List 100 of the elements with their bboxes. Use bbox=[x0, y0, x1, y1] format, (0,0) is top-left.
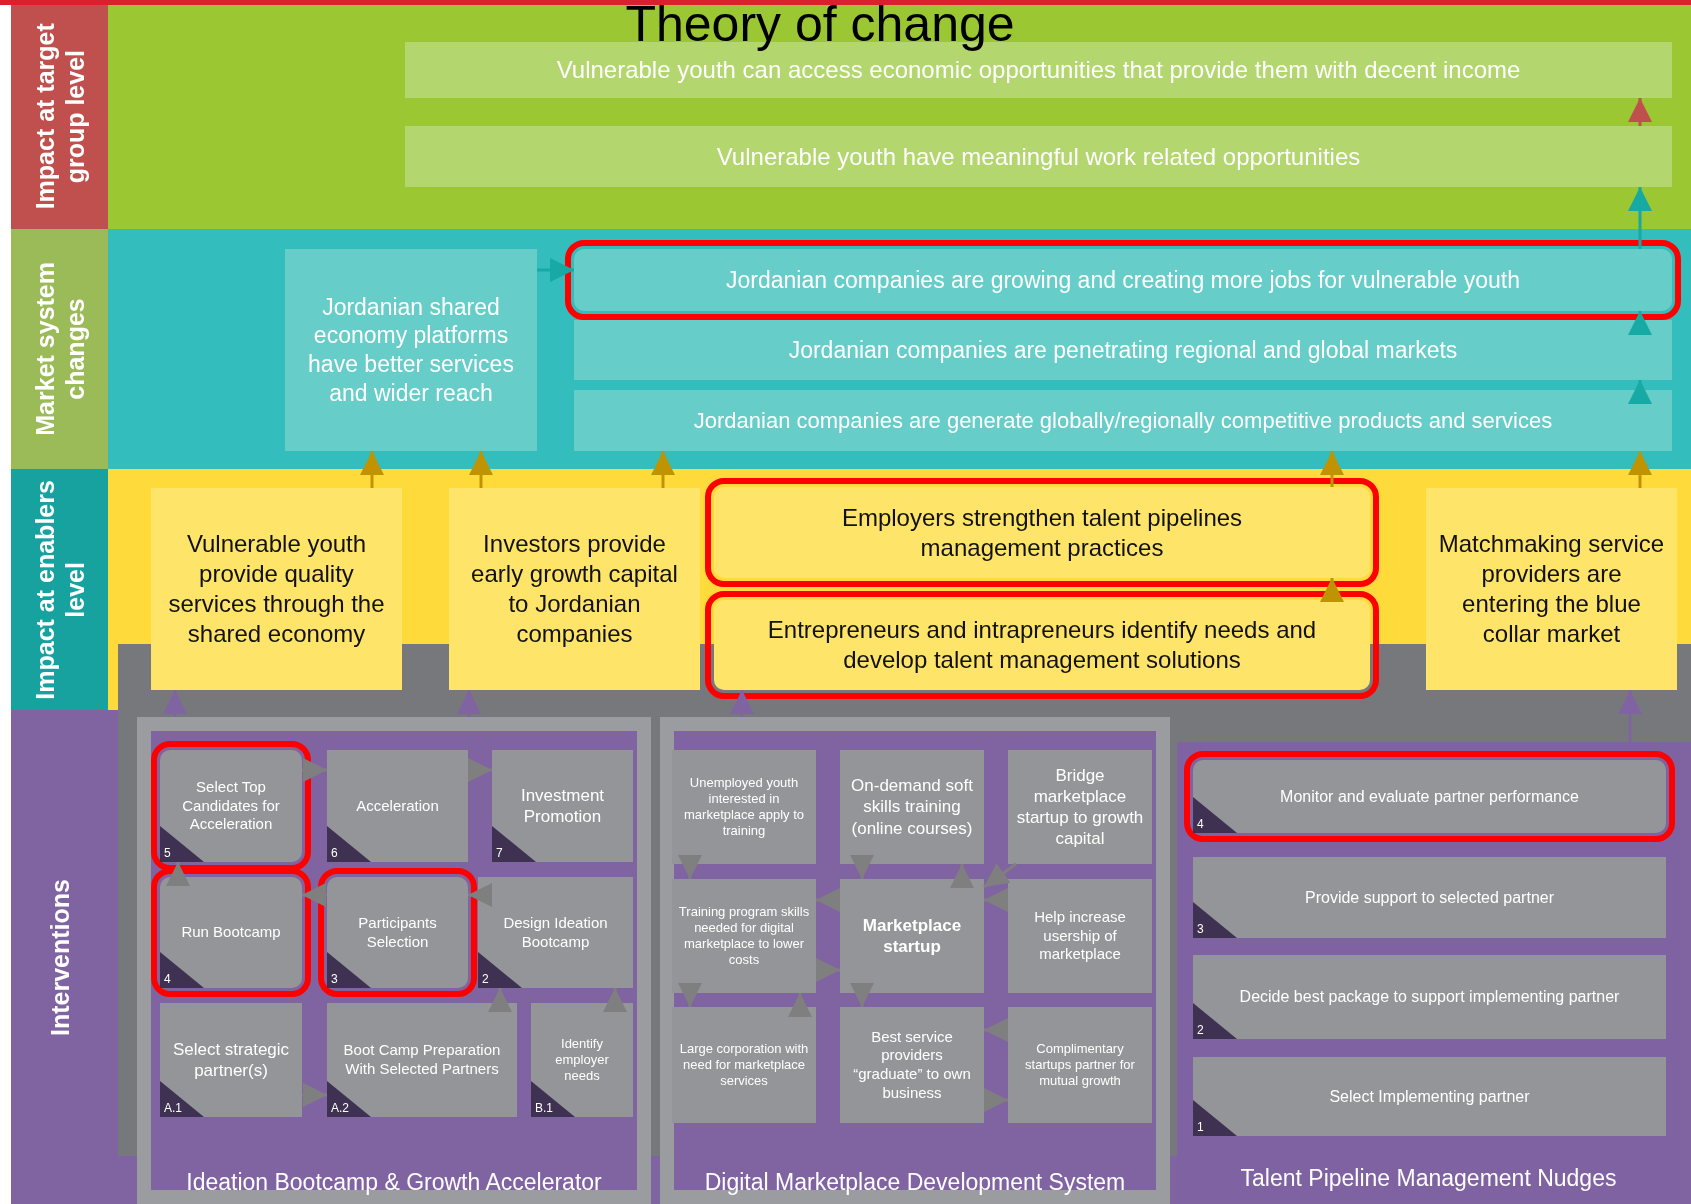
outcome-box bbox=[574, 390, 1672, 451]
box-text: Employers strengthen talent pipelines management practices bbox=[840, 502, 1244, 563]
activity-box bbox=[327, 1003, 517, 1117]
arrow bbox=[1618, 690, 1642, 742]
diagram-title: Theory of change bbox=[624, 0, 1016, 52]
activity-box bbox=[531, 1003, 633, 1117]
step-number: 3 bbox=[331, 973, 338, 985]
activity-box bbox=[840, 879, 984, 993]
box-text: Jordanian companies are generate globally/regionally competitive products and services bbox=[693, 406, 1553, 435]
arrow bbox=[166, 862, 190, 886]
lane-title: Market system changes bbox=[29, 261, 90, 438]
arrow bbox=[1628, 187, 1652, 249]
activity-box bbox=[1008, 750, 1152, 864]
step-number: 4 bbox=[164, 973, 171, 985]
box-text: Large corporation with need for marketplace services bbox=[678, 1040, 810, 1090]
box-text: Boot Camp Preparation With Selected Partners bbox=[342, 1041, 502, 1079]
step-number: 5 bbox=[164, 847, 171, 859]
box-text: Vulnerable youth provide quality services through the shared economy bbox=[167, 529, 386, 649]
step-number: 7 bbox=[496, 847, 503, 859]
cluster-heading: Talent Pipeline Management Nudges bbox=[1239, 1165, 1618, 1192]
activity-box bbox=[840, 1007, 984, 1123]
box-text: Select strategic partner(s) bbox=[171, 1038, 291, 1082]
arrow bbox=[1320, 578, 1344, 602]
box-text: Help increase usership of marketplace bbox=[1033, 907, 1127, 965]
step-number: A.1 bbox=[164, 1102, 182, 1114]
arrow bbox=[984, 1018, 1008, 1042]
step-number: 4 bbox=[1197, 818, 1204, 830]
lane-label bbox=[11, 229, 108, 469]
box-text: Vulnerable youth can access economic opportunities that provide them with decent income bbox=[556, 55, 1521, 85]
activity-box bbox=[1008, 879, 1152, 993]
outcome-box bbox=[449, 488, 700, 690]
arrow bbox=[850, 855, 874, 879]
step-number: 3 bbox=[1197, 923, 1204, 935]
box-text: Entrepreneurs and intrapreneurs identify needs and develop talent management solutions bbox=[766, 615, 1318, 675]
activity-box bbox=[478, 877, 633, 988]
arrow bbox=[816, 888, 840, 912]
box-text: Provide support to selected partner bbox=[1305, 887, 1554, 908]
box-text: Unemployed youth interested in marketplace apply to training bbox=[683, 774, 805, 840]
arrow bbox=[678, 855, 702, 879]
activity-box bbox=[1008, 1007, 1152, 1123]
step-number: 6 bbox=[331, 847, 338, 859]
box-text: Identify employer needs bbox=[554, 1035, 610, 1085]
step-number: B.1 bbox=[535, 1102, 553, 1114]
cluster-panel bbox=[137, 717, 651, 1204]
cluster-panel bbox=[660, 717, 1170, 1204]
arrow bbox=[730, 690, 754, 717]
activity-box bbox=[1193, 955, 1666, 1039]
arrow bbox=[468, 758, 492, 782]
lane-label bbox=[11, 5, 108, 229]
step-number: 2 bbox=[482, 973, 489, 985]
arrow bbox=[1320, 451, 1344, 487]
activity-box bbox=[327, 750, 468, 862]
box-text: Marketplace startup bbox=[861, 914, 963, 958]
arrow bbox=[850, 983, 874, 1007]
arrow bbox=[457, 690, 481, 717]
arrow bbox=[537, 258, 574, 282]
activity-box bbox=[672, 1007, 816, 1123]
activity-box bbox=[840, 750, 984, 864]
arrow bbox=[984, 1088, 1008, 1112]
outcome-box bbox=[151, 488, 402, 690]
arrow bbox=[984, 888, 1008, 912]
activity-box bbox=[160, 1003, 302, 1117]
arrow bbox=[816, 958, 840, 982]
activity-box bbox=[1193, 1057, 1666, 1136]
box-text: Jordanian companies are growing and creating more jobs for vulnerable youth bbox=[726, 265, 1520, 295]
box-text: Jordanian shared economy platforms have better services and wider reach bbox=[307, 292, 515, 408]
box-text: Participants Selection bbox=[357, 913, 438, 952]
arrow bbox=[302, 883, 327, 907]
activity-box bbox=[672, 750, 816, 864]
box-text: Acceleration bbox=[356, 796, 439, 816]
box-text: On-demand soft skills training (online courses) bbox=[850, 775, 974, 839]
arrow bbox=[651, 451, 675, 488]
arrow bbox=[678, 983, 702, 1007]
box-text: Investors provide early growth capital to Jordanian companies bbox=[470, 529, 679, 649]
arrow bbox=[788, 993, 812, 1017]
outcome-box bbox=[285, 249, 537, 451]
box-text: Decide best package to support implementing partner bbox=[1239, 987, 1620, 1007]
outcome-box bbox=[574, 320, 1672, 380]
arrow bbox=[488, 988, 512, 1012]
cluster-heading: Digital Marketplace Development System bbox=[703, 1169, 1127, 1196]
arrow bbox=[1628, 380, 1652, 404]
outcome-box bbox=[1426, 488, 1677, 690]
arrow bbox=[469, 451, 493, 488]
arrow bbox=[468, 883, 492, 907]
box-text: Design Ideation Bootcamp bbox=[502, 913, 609, 952]
lane-title: Impact at enablers level bbox=[29, 478, 90, 702]
lane-title: Interventions bbox=[44, 878, 75, 1036]
activity-box bbox=[672, 879, 816, 993]
box-text: Jordanian companies are penetrating regional and global markets bbox=[788, 335, 1458, 365]
lane-title: Impact at target group level bbox=[29, 22, 90, 213]
arrow bbox=[302, 1083, 327, 1107]
box-text: Matchmaking service providers are entering the blue collar market bbox=[1438, 529, 1665, 649]
arrow bbox=[603, 988, 627, 1012]
cluster-heading: Ideation Bootcamp & Growth Accelerator bbox=[185, 1169, 603, 1196]
box-text: Training program skills needed for digital marketplace to lower costs bbox=[678, 903, 810, 969]
arrow bbox=[1628, 311, 1652, 335]
arrow bbox=[983, 862, 1017, 889]
arrow bbox=[1628, 98, 1652, 126]
box-text: Monitor and evaluate partner performance bbox=[1280, 786, 1579, 807]
box-text: Complimentary startups partner for mutual growth bbox=[1024, 1040, 1136, 1090]
